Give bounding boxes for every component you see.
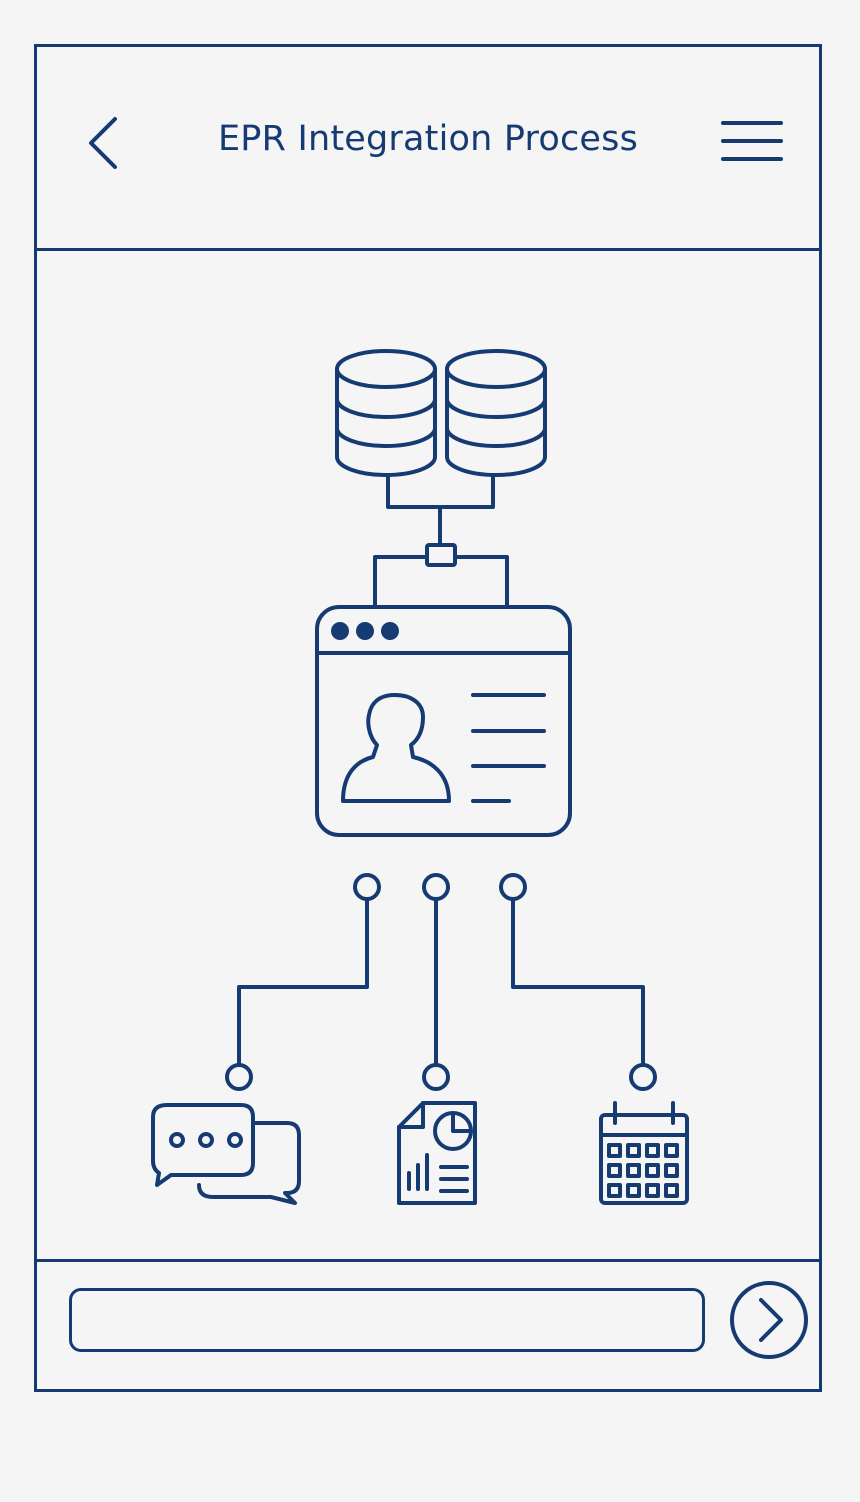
hamburger-menu-icon — [721, 121, 783, 161]
integration-diagram — [151, 349, 689, 1205]
database-icon — [445, 349, 547, 477]
output-connectors — [225, 873, 657, 1091]
calendar-icon — [599, 1101, 689, 1205]
report-document-icon — [397, 1101, 477, 1205]
database-icon — [335, 349, 437, 477]
page-title: EPR Integration Process — [217, 119, 639, 159]
database-connector — [373, 473, 509, 609]
input-bar — [37, 1259, 819, 1389]
menu-button[interactable] — [721, 117, 783, 167]
phone-frame: EPR Integration Process — [34, 44, 822, 1392]
back-button[interactable] — [85, 113, 125, 173]
chevron-left-icon — [89, 117, 117, 169]
patient-record-window-icon — [315, 605, 572, 837]
window-dots — [331, 622, 399, 640]
chevron-right-circle-icon — [730, 1281, 808, 1359]
app-header: EPR Integration Process — [37, 47, 819, 251]
send-button[interactable] — [729, 1280, 809, 1360]
chat-bubbles-icon — [151, 1103, 301, 1205]
message-input[interactable] — [69, 1288, 705, 1352]
